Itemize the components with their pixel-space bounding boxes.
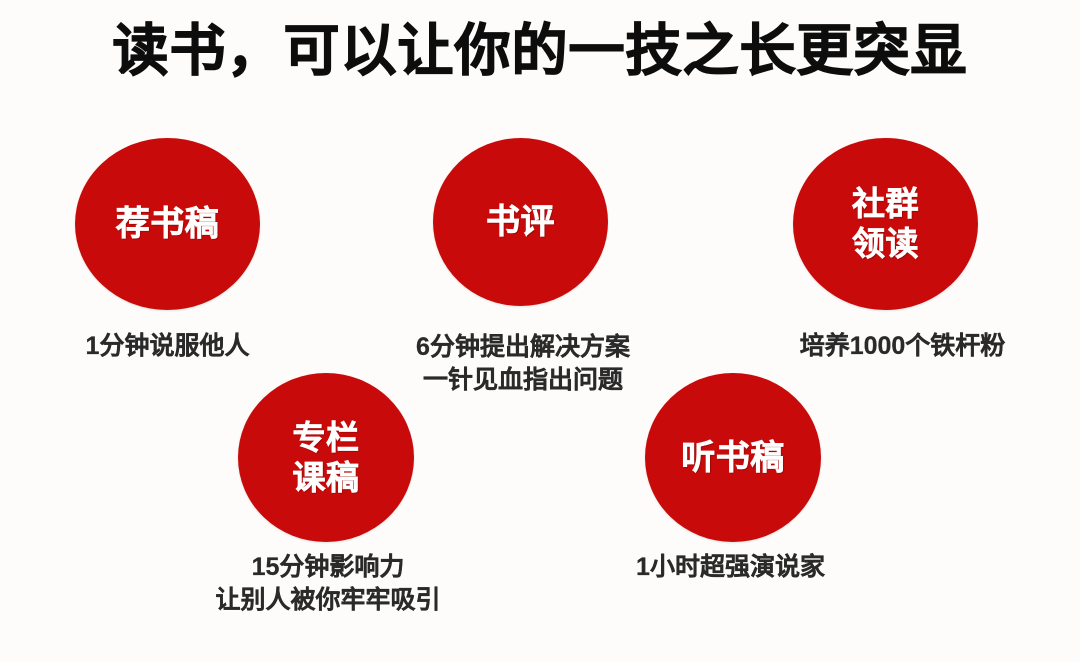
caption-shuping: 6分钟提出解决方案 一针见血指出问题 bbox=[416, 333, 630, 394]
circle-tingshugao[interactable]: 听书稿 bbox=[645, 373, 821, 542]
circle-shequn-lingdu[interactable]: 社群 领读 bbox=[793, 138, 978, 310]
circle-label-zhuanlan-kegao: 专栏 课稿 bbox=[292, 418, 360, 496]
circle-label-shuping: 书评 bbox=[486, 203, 555, 242]
circle-jianshugao[interactable]: 荐书稿 bbox=[75, 138, 260, 310]
circle-zhuanlan-kegao[interactable]: 专栏 课稿 bbox=[238, 373, 414, 542]
caption-jianshugao: 1分钟说服他人 bbox=[85, 332, 250, 360]
caption-zhuanlan-kegao: 15分钟影响力 让别人被你牢牢吸引 bbox=[215, 553, 441, 614]
caption-tingshugao: 1小时超强演说家 bbox=[636, 553, 825, 581]
caption-shequn-lingdu: 培养1000个铁杆粉 bbox=[799, 332, 1006, 360]
circle-shuping[interactable]: 书评 bbox=[433, 138, 608, 306]
page-title: 读书，可以让你的一技之长更突显 bbox=[112, 18, 968, 82]
circle-label-shequn-lingdu: 社群 领读 bbox=[852, 185, 919, 263]
circle-label-jianshugao: 荐书稿 bbox=[115, 205, 220, 244]
circle-label-tingshugao: 听书稿 bbox=[681, 438, 785, 477]
